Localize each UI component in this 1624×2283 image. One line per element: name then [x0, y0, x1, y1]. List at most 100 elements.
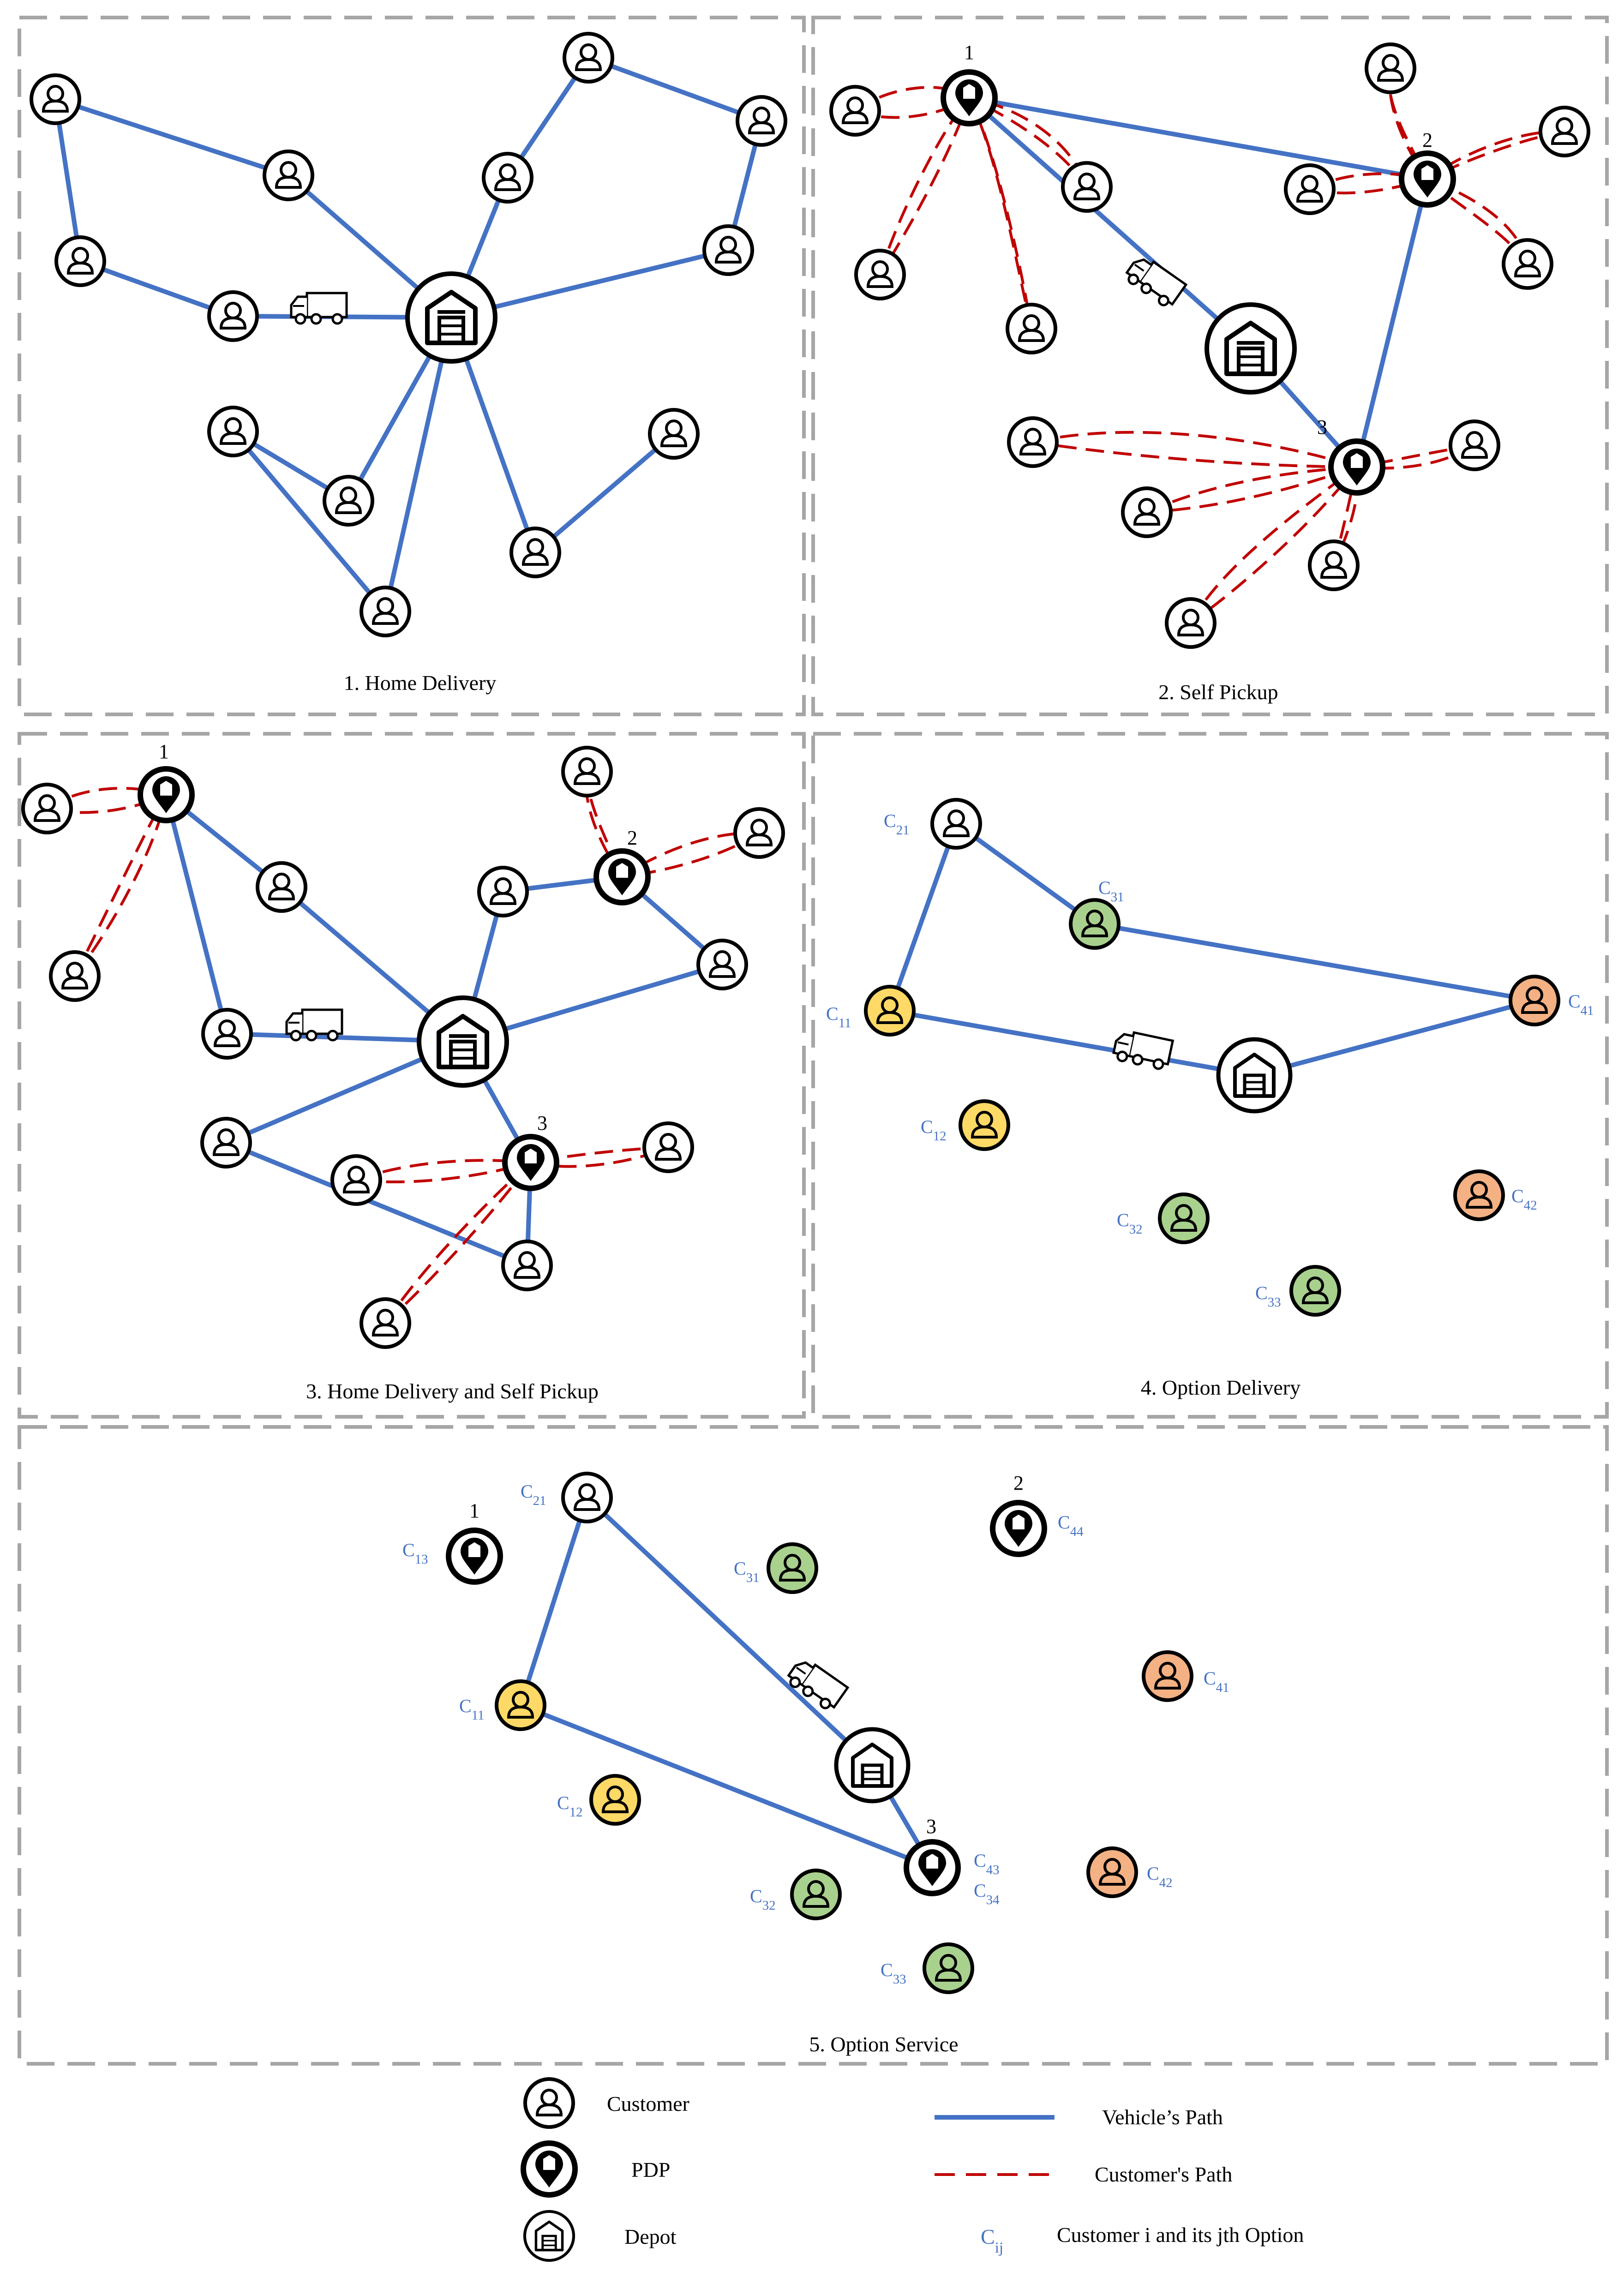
option-label: C41 — [1568, 991, 1594, 1018]
pdp-number: 1 — [469, 1499, 479, 1522]
customer-option-3-icon — [792, 1870, 840, 1918]
option-label: C21 — [521, 1481, 546, 1508]
customer-option-3-icon — [1291, 1267, 1339, 1315]
customer-option-1-icon — [960, 1101, 1008, 1149]
customer-icon — [856, 251, 904, 299]
customer-icon — [1063, 163, 1111, 211]
legend-depot-label: Depot — [624, 2225, 677, 2248]
customer-icon — [332, 1156, 380, 1204]
customer-icon — [1366, 44, 1414, 92]
option-label: C32 — [750, 1886, 775, 1913]
customer-icon — [511, 528, 559, 576]
customer-icon — [737, 97, 785, 145]
customer-icon — [23, 785, 71, 833]
panel-option-service: 1 2 3 C21 C13 C44 C31 C11 C41 C12 C43 C3… — [402, 1472, 1229, 2056]
vehicle-path — [53, 54, 764, 617]
customer-icon — [704, 226, 752, 274]
legend-cij-symbol: Cij — [981, 2225, 1003, 2256]
pdp-icon — [1331, 441, 1383, 493]
customer-icon — [698, 941, 746, 989]
pdp-icon — [505, 1137, 557, 1188]
truck-icon — [287, 1010, 342, 1040]
option-label: C21 — [884, 810, 909, 838]
customer-option-3-icon — [924, 1944, 972, 1992]
customer-icon — [644, 1123, 692, 1171]
customer-option-4-icon — [1088, 1848, 1136, 1896]
panel-5-border — [18, 1425, 1609, 2066]
pdp-number: 1 — [159, 740, 169, 763]
legend-cij-label: Customer i and its jth Option — [1057, 2223, 1304, 2247]
pdp-icon — [140, 769, 192, 821]
depot-icon — [525, 2211, 574, 2260]
customer-icon — [264, 151, 312, 199]
customer-icon — [1450, 421, 1498, 469]
panel-caption: 3. Home Delivery and Self Pickup — [306, 1379, 599, 1403]
customer-icon — [51, 952, 99, 1000]
customer-icon — [1540, 108, 1588, 156]
legend: Customer PDP Depot Vehicle’s Path Custom… — [523, 2079, 1304, 2260]
pdp-number: 3 — [537, 1112, 547, 1134]
panel-3-border — [18, 732, 806, 1419]
pdp-number: 3 — [926, 1815, 936, 1838]
customer-icon — [564, 34, 612, 82]
vehicle-path — [967, 96, 1431, 472]
customer-icon — [1310, 541, 1358, 589]
customer-path — [46, 771, 760, 1324]
pdp-icon — [596, 851, 648, 903]
option-label: C33 — [881, 1959, 906, 1987]
panel-home-delivery-self-pickup: 1 2 3 3. Home Delivery and Self Pickup — [23, 740, 783, 1403]
customer-icon — [209, 407, 257, 455]
option-label: C13 — [402, 1540, 428, 1567]
customer-icon — [735, 809, 783, 857]
customer-icon — [361, 1299, 409, 1347]
customer-icon — [525, 2079, 573, 2127]
customer-option-3-icon — [768, 1544, 816, 1592]
customer-icon — [258, 863, 306, 911]
panel-1-border — [18, 16, 806, 716]
pdp-number: 1 — [964, 41, 974, 64]
option-label: C12 — [557, 1792, 582, 1820]
depot-icon — [1218, 1039, 1290, 1111]
customer-icon — [932, 800, 980, 848]
panel-caption: 2. Self Pickup — [1158, 680, 1278, 704]
option-label: C42 — [1511, 1186, 1537, 1213]
pdp-icon — [1402, 153, 1453, 205]
panel-home-delivery: 1. Home Delivery — [31, 34, 785, 695]
legend-customer-path-label: Customer's Path — [1095, 2163, 1232, 2186]
customer-option-3-icon — [1160, 1194, 1208, 1242]
truck-icon — [1112, 1029, 1173, 1071]
pdp-number: 2 — [627, 827, 637, 849]
panel-caption: 4. Option Delivery — [1141, 1376, 1300, 1399]
customer-icon — [31, 75, 79, 123]
customer-icon — [1009, 418, 1057, 466]
option-label: C33 — [1255, 1282, 1281, 1310]
pdp-icon — [449, 1530, 500, 1582]
option-label: C42 — [1147, 1863, 1172, 1890]
panel-caption: 1. Home Delivery — [344, 671, 497, 695]
option-label: C12 — [921, 1116, 946, 1144]
panel-4-border — [811, 732, 1609, 1419]
option-label: C43 — [974, 1850, 999, 1877]
depot-icon — [407, 274, 495, 361]
customer-icon — [56, 237, 104, 285]
customer-option-3-icon — [1071, 900, 1119, 948]
customer-icon — [650, 410, 698, 458]
truck-icon — [785, 1656, 848, 1713]
customer-icon — [563, 1474, 611, 1522]
option-label: C31 — [734, 1558, 759, 1585]
customer-icon — [1167, 599, 1215, 647]
pdp-icon — [993, 1503, 1044, 1554]
customer-icon — [203, 1010, 251, 1058]
pdp-number: 3 — [1317, 416, 1327, 438]
panel-caption: 5. Option Service — [809, 2032, 958, 2056]
customer-icon — [831, 87, 879, 135]
customer-option-4-icon — [1144, 1652, 1192, 1700]
customer-icon — [479, 868, 527, 916]
vehicle-path — [887, 820, 1535, 1078]
customer-icon — [361, 587, 409, 635]
panel-2-border — [811, 16, 1609, 716]
pdp-number: 2 — [1013, 1472, 1024, 1494]
customer-option-4-icon — [1455, 1171, 1503, 1219]
customer-icon — [503, 1241, 551, 1289]
customer-icon — [324, 477, 372, 525]
